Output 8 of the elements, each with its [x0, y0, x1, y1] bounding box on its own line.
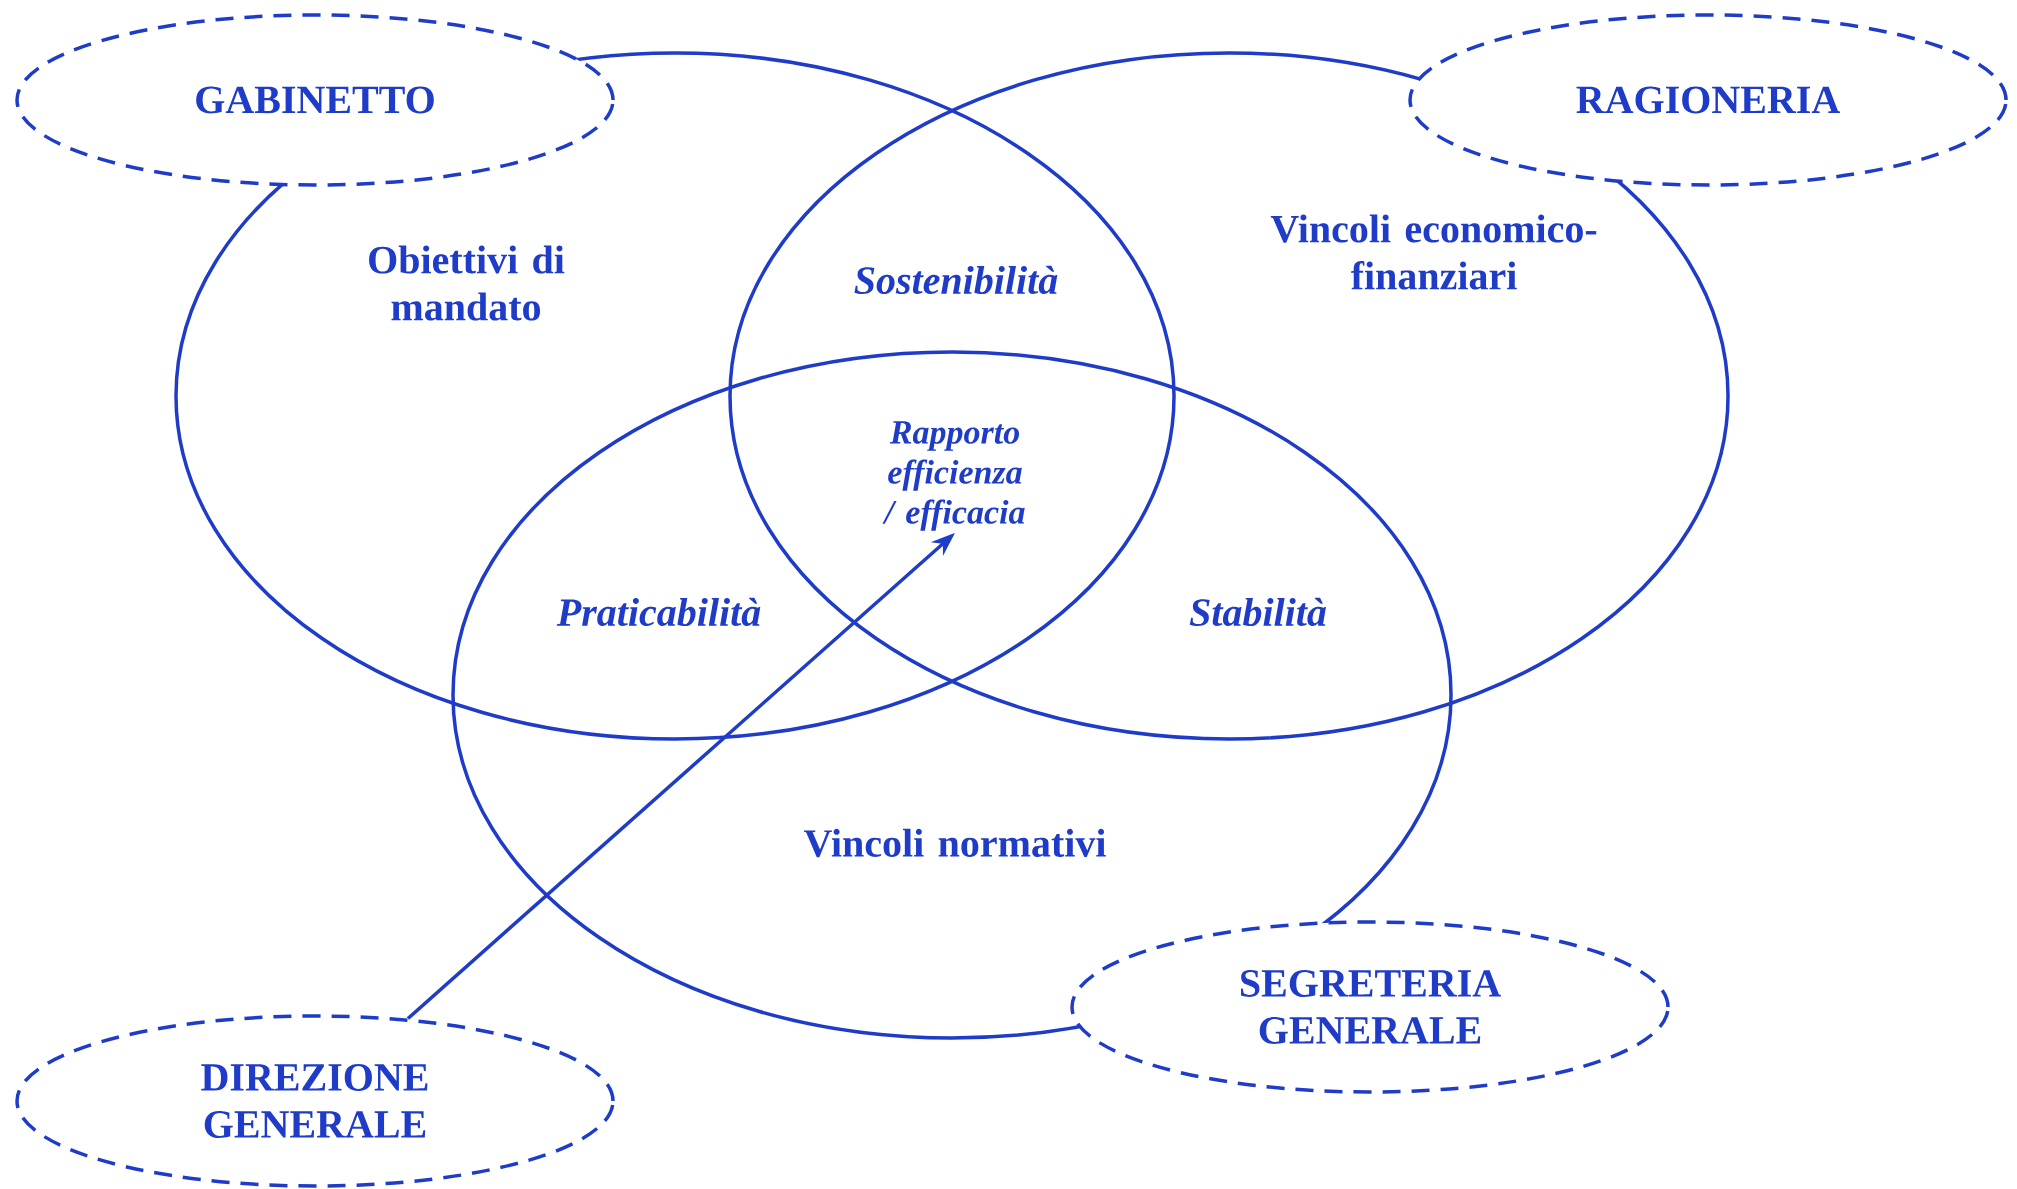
region-label: Rapporto efficienza / efficacia [882, 421, 1025, 531]
region-label: Praticabilità [556, 597, 761, 627]
region-label: Vincoli economico-finanziari [1270, 214, 1597, 290]
region-label: Stabilità [1189, 597, 1326, 627]
region-label: Sostenibilità [854, 265, 1058, 295]
region-label: Obiettivi di mandato [369, 245, 565, 321]
region-label: Vincoli normativi [804, 828, 1106, 858]
node-label: RAGIONERIA [1576, 86, 1840, 114]
